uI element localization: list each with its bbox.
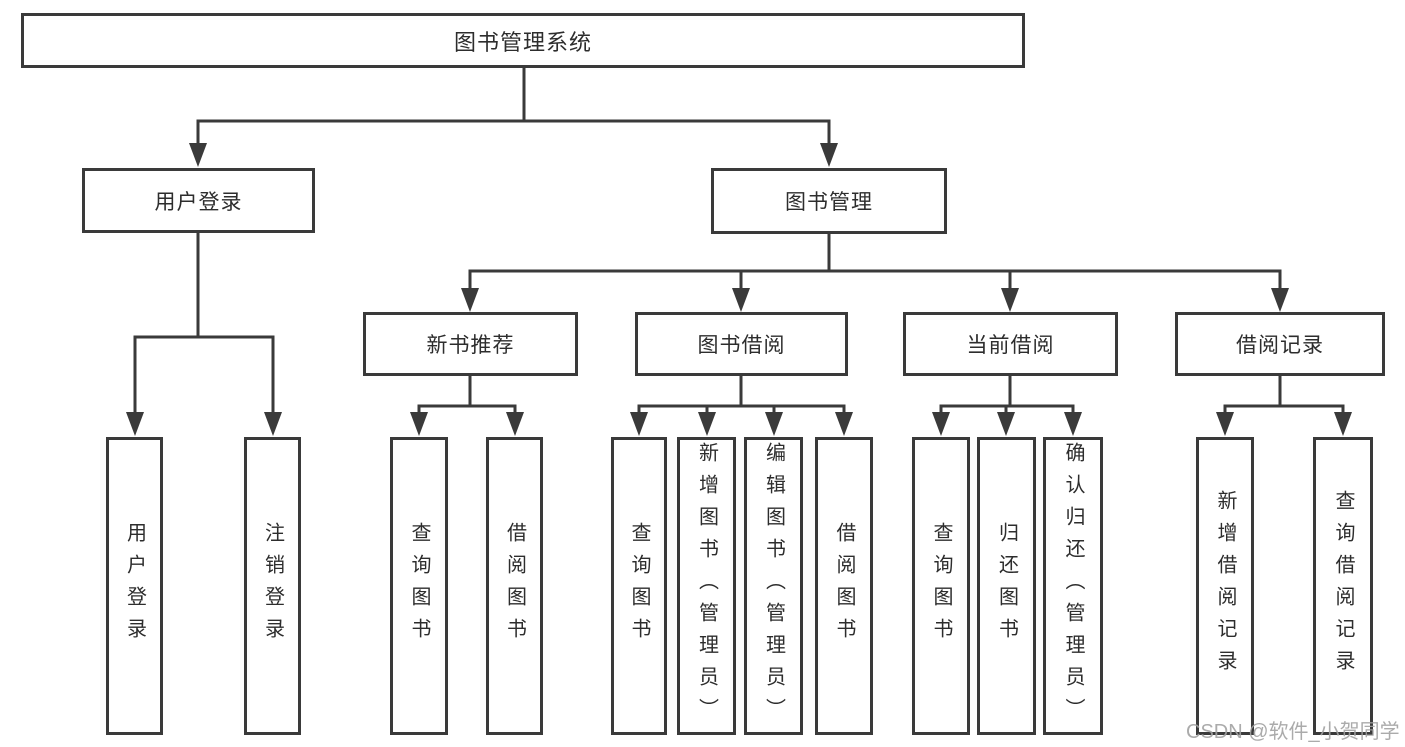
node-label: 新增图书（管理员） — [695, 442, 718, 730]
leaf-confirm-return-admin: 确认归还（管理员） — [1043, 437, 1103, 735]
csdn-watermark: CSDN @软件_小贺同学 — [1186, 721, 1400, 743]
node-label: 图书管理系统 — [453, 29, 592, 55]
node-label: 图书管理 — [785, 191, 873, 214]
leaf-edit-books-admin: 编辑图书（管理员） — [744, 437, 803, 735]
node-label: 用户登录 — [123, 522, 146, 650]
node-book-management: 图书管理 — [711, 168, 947, 234]
connector-strokes — [133, 64, 1345, 418]
arrowheads — [126, 143, 1352, 436]
node-book-borrow: 图书借阅 — [635, 312, 848, 376]
node-user-login: 用户登录 — [82, 168, 315, 233]
node-label: 当前借阅 — [966, 334, 1055, 357]
node-label: 注销登录 — [261, 522, 284, 650]
leaf-borrow-books: 借阅图书 — [815, 437, 873, 735]
node-label: 查询图书 — [930, 522, 952, 650]
node-label: 借阅图书 — [833, 522, 855, 650]
leaf-query-borrow-record: 查询借阅记录 — [1313, 437, 1373, 735]
node-label: 用户登录 — [154, 190, 243, 214]
node-label: 图书借阅 — [697, 334, 786, 357]
node-label: 借阅记录 — [1236, 334, 1324, 357]
leaf-logout: 注销登录 — [244, 437, 301, 735]
node-library-management-system: 图书管理系统 — [21, 13, 1025, 68]
node-label: 新书推荐 — [426, 334, 515, 357]
leaf-return-books: 归还图书 — [977, 437, 1036, 735]
node-current-borrow: 当前借阅 — [903, 312, 1118, 376]
node-label: 新增借阅记录 — [1214, 490, 1236, 682]
node-label: 归还图书 — [995, 522, 1018, 650]
leaf-user-login: 用户登录 — [106, 437, 163, 735]
node-label: 确认归还（管理员） — [1062, 442, 1084, 730]
node-label: 查询图书 — [628, 522, 650, 650]
node-label: 借阅图书 — [503, 522, 526, 650]
node-label: 查询借阅记录 — [1332, 490, 1354, 682]
leaf-query-books-recommend: 查询图书 — [390, 437, 448, 735]
node-label: 编辑图书（管理员） — [762, 442, 785, 730]
node-borrow-record: 借阅记录 — [1175, 312, 1385, 376]
node-new-book-recommend: 新书推荐 — [363, 312, 578, 376]
leaf-add-borrow-record: 新增借阅记录 — [1196, 437, 1254, 735]
leaf-borrow-books-recommend: 借阅图书 — [486, 437, 543, 735]
leaf-query-books-current: 查询图书 — [912, 437, 970, 735]
node-label: 查询图书 — [408, 522, 430, 650]
leaf-query-books-borrow: 查询图书 — [611, 437, 667, 735]
leaf-add-books-admin: 新增图书（管理员） — [677, 437, 736, 735]
